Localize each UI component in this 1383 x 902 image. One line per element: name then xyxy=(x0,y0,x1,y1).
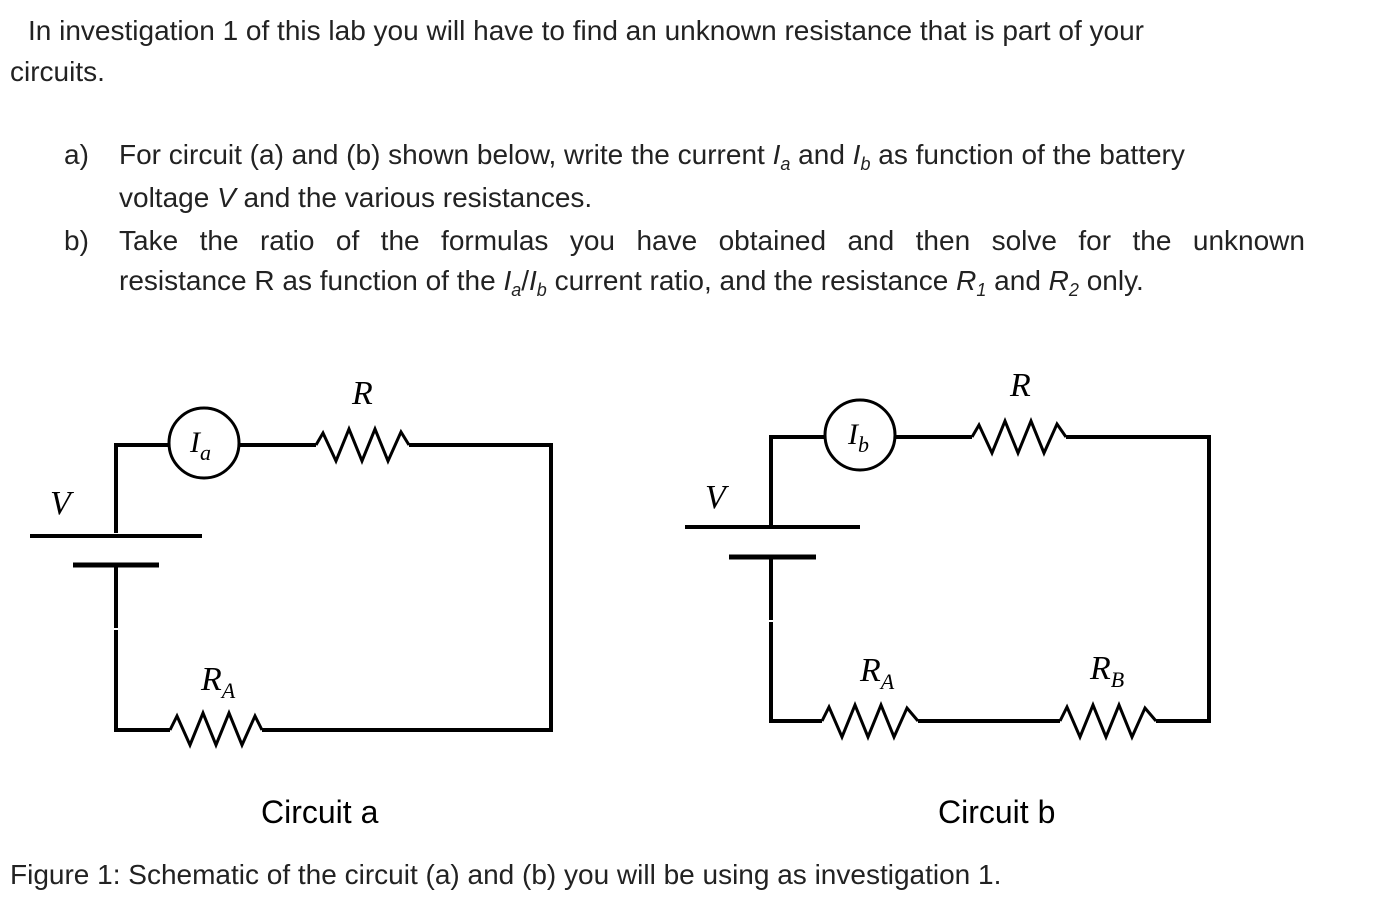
question-b-word: you xyxy=(569,225,616,256)
circuit-a-battery-label: V xyxy=(50,485,75,522)
circuit-b-resistor-ra xyxy=(820,701,920,741)
circuit-b-resistor-rb-label: RB xyxy=(1089,650,1124,692)
question-a-line-1: For circuit (a) and (b) shown below, wri… xyxy=(119,139,1185,174)
question-b-word: ratio xyxy=(259,225,315,256)
circuit-b-ammeter-label: Ib xyxy=(847,418,869,457)
question-b-word: and xyxy=(847,225,895,256)
question-a-line-2: voltage V and the various resistances. xyxy=(119,182,593,213)
circuit-a-title: Circuit a xyxy=(261,794,379,830)
intro-line-2: circuits. xyxy=(10,56,105,87)
circuit-b-resistor-ra-label: RA xyxy=(859,652,895,694)
intro-line-1: In investigation 1 of this lab you will … xyxy=(28,15,1144,46)
circuit-a-ammeter-label: Ia xyxy=(189,426,211,465)
question-a-label: a) xyxy=(64,139,89,170)
circuit-b-resistor-rb xyxy=(1058,701,1158,741)
question-b-line-2: resistance R as function of the Ia/Ib cu… xyxy=(119,265,1144,300)
circuit-b-battery-label: V xyxy=(705,479,730,516)
question-b-word: obtained xyxy=(718,225,827,256)
circuit-a-resistor-r-label: R xyxy=(351,375,373,412)
circuit-a-resistor-r xyxy=(314,425,411,465)
question-b-word: then xyxy=(915,225,971,256)
circuit-b-ammeter xyxy=(823,398,897,472)
question-b-label: b) xyxy=(64,225,89,256)
circuit-b-wires xyxy=(769,435,1211,723)
circuit-b-battery xyxy=(685,525,860,560)
question-b-word: Take xyxy=(119,225,179,256)
question-b-word: the xyxy=(380,225,420,256)
question-b-word: unknown xyxy=(1192,225,1305,256)
question-b-word: of xyxy=(335,225,360,256)
circuit-a-resistor-ra-label: RA xyxy=(200,661,236,703)
circuit-b-resistor-r xyxy=(970,417,1068,457)
circuit-b-resistor-r-label: R xyxy=(1009,367,1031,404)
circuit-b-title: Circuit b xyxy=(938,794,1055,830)
question-b-word: solve xyxy=(991,225,1057,256)
question-b-word: have xyxy=(636,225,698,256)
circuit-a-battery xyxy=(30,534,202,568)
circuit-a-wires xyxy=(114,443,553,732)
figure-caption: Figure 1: Schematic of the circuit (a) a… xyxy=(10,859,1002,890)
question-b-word: the xyxy=(1132,225,1172,256)
circuit-a-resistor-ra xyxy=(168,709,264,749)
question-b-word: the xyxy=(199,225,239,256)
circuit-a-ammeter xyxy=(167,406,241,480)
question-b-word: formulas xyxy=(441,225,549,256)
question-b-word: for xyxy=(1078,225,1112,256)
